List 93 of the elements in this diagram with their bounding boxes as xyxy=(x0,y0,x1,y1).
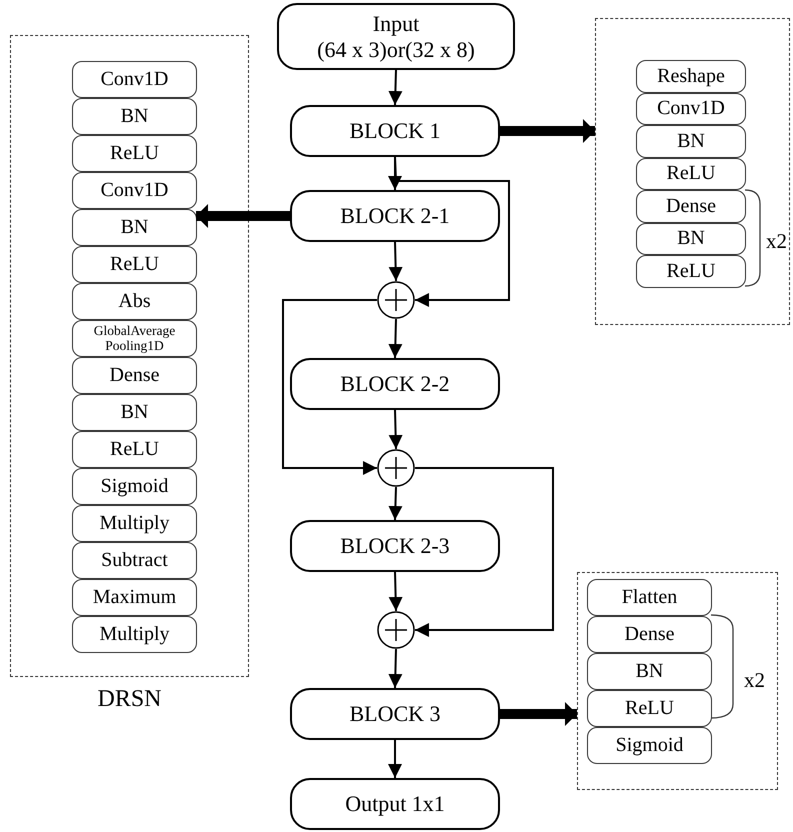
node-label: Conv1D xyxy=(657,98,725,120)
layer-box xyxy=(72,61,197,98)
node-label: BLOCK 1 xyxy=(349,118,441,144)
layer-box xyxy=(636,125,746,158)
node-label: Multiply xyxy=(99,624,170,645)
expand-arrow xyxy=(500,119,595,143)
node-label: Input xyxy=(372,11,420,36)
node-label: BLOCK 2-1 xyxy=(340,203,450,229)
node-label: ReLU xyxy=(110,254,159,275)
node-label: ReLU xyxy=(110,439,159,460)
expand-arrow xyxy=(500,702,577,726)
dashed-group-box xyxy=(595,18,790,325)
layer-box xyxy=(72,468,197,505)
node-label: ReLU xyxy=(110,143,159,164)
block-box xyxy=(290,778,500,830)
node-label: ReLU xyxy=(625,698,674,719)
layer-box xyxy=(72,616,197,653)
layer-box xyxy=(72,542,197,579)
layer-box xyxy=(72,246,197,283)
sum-junction xyxy=(377,611,415,649)
arrow xyxy=(388,486,402,520)
layer-box xyxy=(72,357,197,394)
node-label: (64 x 3)or(32 x 8) xyxy=(317,36,475,62)
block-box xyxy=(290,190,500,242)
layer-box xyxy=(587,616,712,653)
node-label: Abs xyxy=(118,291,151,312)
block-box xyxy=(290,520,500,572)
node-label: Conv1D xyxy=(100,69,168,90)
arrow xyxy=(282,299,377,475)
node-label: BN xyxy=(677,130,705,152)
node-label: BLOCK 3 xyxy=(349,701,441,727)
sum-junction xyxy=(377,449,415,487)
layer-box xyxy=(636,60,746,92)
node-label: BN xyxy=(120,217,148,238)
arrow xyxy=(415,467,554,637)
node-label: Reshape xyxy=(657,66,725,87)
node-label: Sigmoid xyxy=(100,476,168,497)
layer-box xyxy=(72,320,197,357)
layer-box xyxy=(72,209,197,246)
layer-box xyxy=(72,431,197,468)
node-label: Flatten xyxy=(622,587,678,608)
layer-box xyxy=(636,190,746,222)
expand-arrow xyxy=(196,204,290,228)
arrow xyxy=(388,572,403,612)
node-label: ReLU xyxy=(666,260,716,282)
layer-box xyxy=(636,92,746,125)
node-label: Dense xyxy=(624,624,674,645)
node-label: Dense xyxy=(110,365,160,386)
layer-box xyxy=(587,653,712,690)
node-label: Output 1x1 xyxy=(345,791,445,817)
node-label: BN xyxy=(677,228,705,250)
layer-box xyxy=(72,505,197,542)
layer-box xyxy=(636,158,746,190)
arrow xyxy=(388,410,403,450)
repeat-count: x2 xyxy=(766,229,787,254)
node-label: BLOCK 2-3 xyxy=(340,533,450,559)
layer-box xyxy=(72,283,197,320)
block-box xyxy=(277,3,515,70)
layer-box xyxy=(72,579,197,616)
arrow xyxy=(388,70,402,106)
layer-box xyxy=(72,394,197,431)
node-label: Conv1D xyxy=(100,180,168,201)
layer-box xyxy=(72,172,197,209)
arrow xyxy=(388,648,402,688)
node-label: GlobalAverage Pooling1D xyxy=(92,324,176,354)
node-label: ReLU xyxy=(666,163,716,184)
layer-box xyxy=(636,222,746,255)
node-label: Dense xyxy=(666,196,716,217)
node-label: BLOCK 2-2 xyxy=(340,371,450,397)
layer-box xyxy=(587,690,712,727)
arrow xyxy=(388,318,402,358)
node-label: Subtract xyxy=(101,550,168,571)
node-label: Maximum xyxy=(92,587,176,608)
arrow xyxy=(388,242,403,282)
node-label: Multiply xyxy=(99,513,170,534)
layer-box xyxy=(587,727,712,764)
node-label: BN xyxy=(636,661,664,682)
repeat-count: x2 xyxy=(744,668,765,693)
layer-box xyxy=(72,135,197,172)
arrow xyxy=(388,740,402,778)
block-box xyxy=(290,688,500,740)
node-label: BN xyxy=(120,106,148,127)
node-label: BN xyxy=(120,402,148,423)
block-box xyxy=(290,358,500,410)
layer-box xyxy=(587,579,712,616)
arrow xyxy=(394,156,510,307)
dashed-group-box xyxy=(577,572,778,790)
sum-junction xyxy=(377,281,415,319)
block-box xyxy=(290,105,500,157)
layer-box xyxy=(72,98,197,135)
node-label: Sigmoid xyxy=(616,735,684,756)
layer-box xyxy=(636,255,746,288)
group-title: DRSN xyxy=(96,686,163,713)
